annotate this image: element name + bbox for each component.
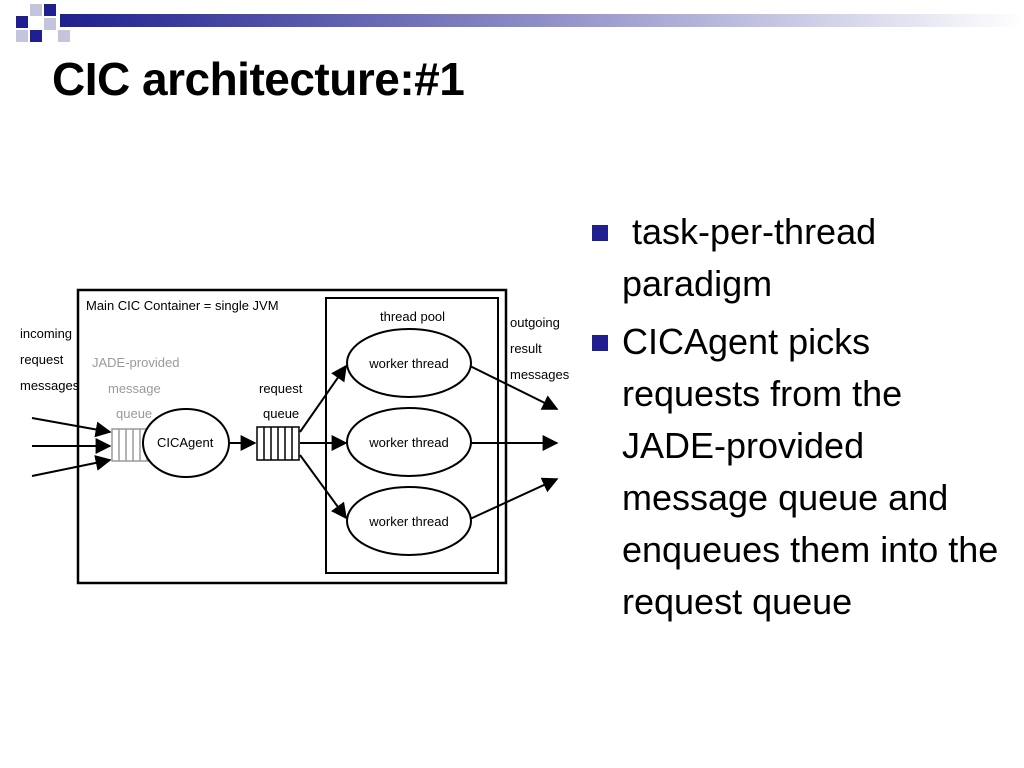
jade-queue-label-line-2: message xyxy=(108,381,161,396)
header-gradient-bar xyxy=(60,14,1024,27)
main-container-box xyxy=(76,288,508,585)
thread-pool-box xyxy=(325,297,499,574)
queue-to-worker-arrow-3 xyxy=(299,454,347,520)
worker-thread-label-2: worker thread xyxy=(368,435,448,450)
page-title: CIC architecture:#1 xyxy=(52,53,465,105)
outgoing-label-line-3: messages xyxy=(510,367,570,382)
bullet-list: task-per-thread paradigm CICAgent picks … xyxy=(588,206,1008,634)
jade-queue-label-line-3: queue xyxy=(116,406,152,421)
outgoing-label-line-1: outgoing xyxy=(510,315,560,330)
worker-thread-label-3: worker thread xyxy=(368,514,448,529)
header-checker-squares xyxy=(16,4,70,42)
worker-thread-node-1 xyxy=(346,328,472,398)
outgoing-arrow-1 xyxy=(469,365,559,410)
incoming-arrow-1 xyxy=(31,417,112,438)
square-bullet-icon xyxy=(592,225,608,241)
bullet-item: task-per-thread paradigm xyxy=(588,206,1008,310)
request-queue xyxy=(256,426,300,461)
bullet-item: CICAgent picks requests from the JADE-pr… xyxy=(588,316,1008,628)
worker-thread-label-1: worker thread xyxy=(368,356,448,371)
incoming-label-line-3: messages xyxy=(20,378,80,393)
incoming-label-line-1: incoming xyxy=(20,326,72,341)
bullet-text: task-per-thread paradigm xyxy=(622,211,887,304)
worker-thread-node-3 xyxy=(346,486,472,556)
incoming-arrow-3 xyxy=(31,455,112,477)
outgoing-arrow-3 xyxy=(469,477,559,520)
main-container-label: Main CIC Container = single JVM xyxy=(86,298,279,313)
outgoing-label-line-2: result xyxy=(510,341,542,356)
bullet-text: CICAgent picks requests from the JADE-pr… xyxy=(622,321,999,622)
incoming-label-line-2: request xyxy=(20,352,64,367)
queue-to-worker-arrow-1 xyxy=(299,364,347,433)
square-bullet-icon xyxy=(592,335,608,351)
cic-agent-label: CICAgent xyxy=(157,435,214,450)
jade-queue-label-line-1: JADE-provided xyxy=(92,355,179,370)
thread-pool-label: thread pool xyxy=(380,309,445,324)
header-decoration xyxy=(16,4,1024,42)
request-queue-label-line-2: queue xyxy=(263,406,299,421)
request-queue-label-line-1: request xyxy=(259,381,303,396)
